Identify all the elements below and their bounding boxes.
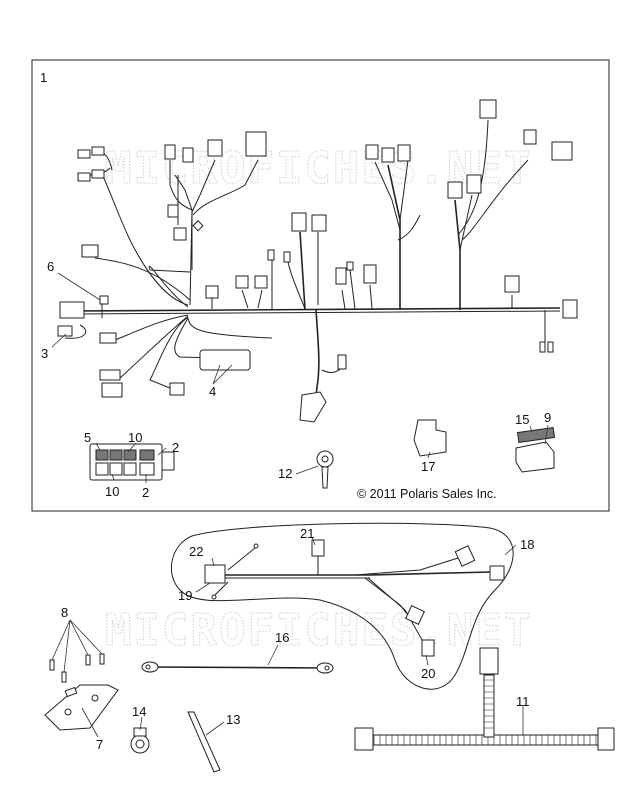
harness-connectors <box>57 99 578 423</box>
callout-21: 21 <box>300 526 314 541</box>
cable-tie <box>187 711 221 773</box>
callout-6: 6 <box>47 259 54 274</box>
callout-20: 20 <box>421 666 435 681</box>
callout-5: 5 <box>84 430 91 445</box>
main-harness-frame <box>31 59 610 512</box>
main-harness <box>64 119 561 396</box>
copyright-notice: © 2011 Polaris Sales Inc. <box>357 487 497 501</box>
callout-10-top: 10 <box>128 430 142 445</box>
callout-7: 7 <box>96 737 103 752</box>
callout-10-bottom: 10 <box>105 484 119 499</box>
callout-16: 16 <box>275 630 289 645</box>
callout-labels: 1 6 3 4 5 10 2 10 2 12 17 15 9 © 2011 Po… <box>40 70 551 752</box>
corrugated-harness <box>354 647 615 751</box>
callout-8: 8 <box>61 605 68 620</box>
fuse-box <box>89 443 175 481</box>
callout-9: 9 <box>544 410 551 425</box>
fuse-set <box>515 426 556 473</box>
leader-lines <box>51 272 549 738</box>
callout-19: 19 <box>178 588 192 603</box>
terminal-boot <box>413 419 447 457</box>
callout-4: 4 <box>209 384 216 399</box>
callout-18: 18 <box>520 537 534 552</box>
ring-terminal <box>316 450 334 489</box>
callout-13: 13 <box>226 712 240 727</box>
sub-harness-outline <box>171 522 514 690</box>
mounting-bracket <box>44 653 119 731</box>
harness-clip <box>130 727 150 754</box>
callout-22: 22 <box>189 544 203 559</box>
callout-1: 1 <box>40 70 47 85</box>
watermark-bottom: MICROFICHES.NET <box>105 605 532 656</box>
callout-2-right: 2 <box>172 440 179 455</box>
callout-2-bottom: 2 <box>142 485 149 500</box>
ground-strap <box>141 661 334 674</box>
callout-14: 14 <box>132 704 146 719</box>
callout-3: 3 <box>41 346 48 361</box>
callout-17: 17 <box>421 459 435 474</box>
callout-15: 15 <box>515 412 529 427</box>
sub-harness <box>204 539 505 657</box>
callout-12: 12 <box>278 466 292 481</box>
callout-11: 11 <box>516 694 530 709</box>
